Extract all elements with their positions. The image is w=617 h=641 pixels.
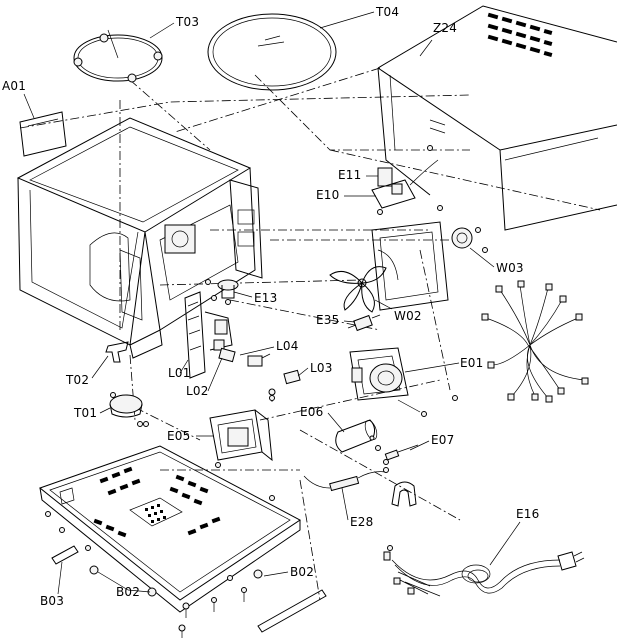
outer-cabinet-part xyxy=(377,5,617,231)
part-label-l01: L01 xyxy=(168,366,191,380)
part-label-t02: T02 xyxy=(66,373,90,387)
part-label-e11: E11 xyxy=(338,168,362,182)
capacitor-part xyxy=(335,419,389,465)
part-label-l03: L03 xyxy=(310,361,333,375)
fuse-holder-part xyxy=(347,314,381,332)
part-label-e06: E06 xyxy=(300,405,324,419)
bracket-part xyxy=(51,545,79,565)
part-label-b02-right: B02 xyxy=(290,565,315,579)
magnetron-part xyxy=(349,347,458,417)
diode-part xyxy=(383,444,419,473)
cover-sheet-part xyxy=(19,111,67,157)
power-cord-part xyxy=(383,545,585,597)
turntable-motor-part xyxy=(109,392,149,427)
fan-blade-part xyxy=(329,266,387,313)
hv-fuse-part xyxy=(303,471,417,507)
wiring-harness-part xyxy=(481,280,589,403)
oven-cavity-part xyxy=(16,117,263,359)
micro-switch-parts xyxy=(218,347,301,402)
bottom-rail-part xyxy=(257,589,327,633)
part-label-l02: L02 xyxy=(186,384,209,398)
part-label-e07: E07 xyxy=(431,433,455,447)
part-label-w02: W02 xyxy=(394,309,422,323)
vent-slots xyxy=(487,12,553,58)
part-label-e13: E13 xyxy=(254,291,278,305)
latch-bracket-part xyxy=(184,291,233,379)
transformer-part xyxy=(209,395,275,468)
part-label-b02-left: B02 xyxy=(116,585,141,599)
part-label-e16: E16 xyxy=(516,507,540,521)
fan-bracket-part xyxy=(371,221,488,311)
roller-ring-part xyxy=(73,29,163,83)
part-label-a01: A01 xyxy=(2,79,27,93)
part-label-e35: E35 xyxy=(316,313,340,327)
part-label-e10: E10 xyxy=(316,188,340,202)
assembly-guide-lines xyxy=(19,67,601,601)
part-label-w03: W03 xyxy=(496,261,524,275)
screw-fasteners xyxy=(45,279,275,638)
part-label-l04: L04 xyxy=(276,339,299,353)
switch-bracket-part xyxy=(371,145,443,215)
thermal-cutout-part xyxy=(217,279,239,305)
base-plate-part xyxy=(38,445,301,613)
part-label-e01: E01 xyxy=(460,356,484,370)
part-label-b03: B03 xyxy=(40,594,65,608)
part-label-e28: E28 xyxy=(350,515,374,529)
vent-grid xyxy=(93,466,221,538)
part-label-t03: T03 xyxy=(176,15,200,29)
part-label-e05: E05 xyxy=(167,429,191,443)
glass-tray-part xyxy=(207,13,337,91)
part-label-z24: Z24 xyxy=(433,21,458,35)
center-grille xyxy=(145,504,166,523)
part-label-t01: T01 xyxy=(74,406,98,420)
leader-lines xyxy=(23,11,521,595)
part-label-t04: T04 xyxy=(376,5,400,19)
coupler-part xyxy=(105,341,129,363)
